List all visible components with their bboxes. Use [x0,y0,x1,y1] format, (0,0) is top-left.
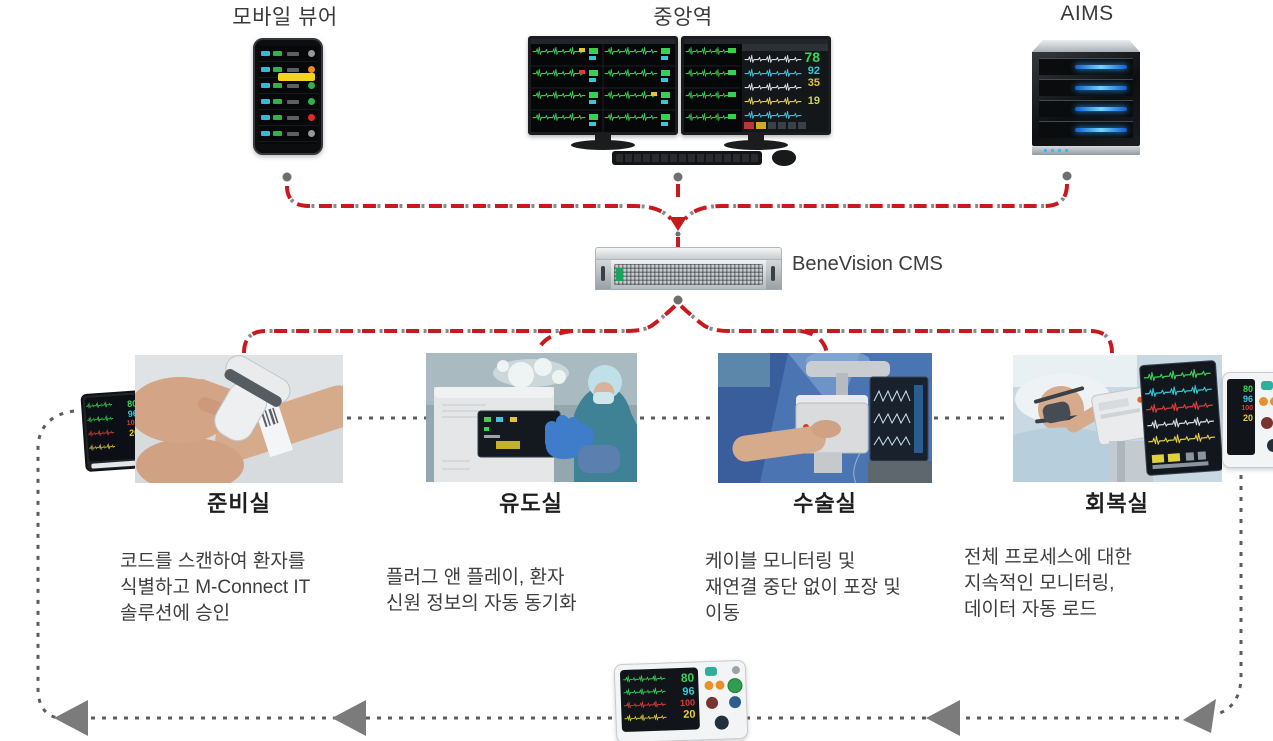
clinician-arm [732,420,841,462]
server-top-cap [1032,40,1140,52]
server-body [1032,52,1140,146]
monitor-stand [748,133,764,142]
multi-patient-screen [531,39,675,132]
server-slot [1039,58,1133,75]
resp-value: 20 [683,708,696,721]
node-dots [282,171,1072,305]
bedside-monitor-large [1139,360,1222,476]
connector-panel [1259,377,1273,463]
spo2-value: 96 [1242,394,1253,405]
nibp-value: 100 [1241,404,1253,412]
hr-value: 78 [804,49,820,65]
monitor-screen: 80 96 100 20 [1227,379,1255,455]
server-slot [1039,121,1133,138]
status-dot [308,130,315,137]
co2-value: 19 [807,95,820,107]
monitor-base [571,140,635,150]
aims-label: AIMS [1060,2,1114,25]
patient-row [258,126,318,142]
room-label-or: 수술실 [793,491,857,516]
patient-detail-screen [684,39,828,132]
rack-vents [614,264,763,285]
rack-ear-left [596,260,611,289]
cms-rack-server [595,247,782,290]
status-dot [308,114,315,121]
blanket [1013,427,1117,482]
mobile-phone-device [253,38,323,155]
transport-monitor [477,410,561,458]
server-slot [1039,79,1133,96]
spo2-value: 96 [682,685,695,698]
central-monitor-right [681,36,831,135]
hr-value: 80 [680,670,695,685]
spo2-value: 92 [807,65,820,77]
patient-row [258,110,318,126]
room-desc-recovery: 전체 프로세스에 대한 지속적인 모니터링, 데이터 자동 로드 [964,547,1132,620]
recovery-room-photo [1013,355,1222,482]
status-dot [308,66,315,73]
alert-banner [278,73,315,81]
hr-value: 80 [1242,384,1253,394]
gray-interleave-dots [242,183,1114,354]
parameter-module [1091,386,1157,446]
induction-room-photo [426,353,637,482]
mouse [772,150,796,166]
transport-monitor-bottom: 80 96 100 20 [613,659,749,741]
prep-room-photo [135,355,343,483]
status-dot [308,82,315,89]
patient-row [258,46,318,62]
patient-row [258,94,318,110]
room-desc-prep: 코드를 스캔하여 환자를 식별하고 M-Connect IT 솔루션에 승인 [120,551,311,624]
room-label-induction: 유도실 [499,491,563,516]
room-desc-induction: 플러그 앤 플레이, 환자 신원 정보의 자동 동기화 [386,567,577,614]
rack-lid [595,247,782,260]
monitor-base [724,140,788,150]
barcode-scanner [214,355,291,442]
keyboard [612,151,762,165]
down-arrow-icon [669,217,687,231]
rack-front [595,260,782,290]
cms-label: BeneVision CMS [792,253,943,275]
patient-row [258,78,318,94]
gloved-hand [545,415,620,473]
server-slot [1039,100,1133,117]
room-desc-or: 케이블 모니터링 및 재연결 중단 없이 포장 및 이동 [705,551,901,624]
hand [136,438,244,483]
server-base [1032,146,1140,155]
or-monitor [868,376,932,483]
monitor-screen: 80 96 100 20 [619,667,700,733]
central-monitor-left [528,36,678,135]
status-dot [308,50,315,57]
connector-panel [703,665,744,735]
phone-screen [258,46,318,144]
room-label-prep: 준비실 [207,491,271,516]
status-dot [308,98,315,105]
left-arrow-icons [54,699,1216,736]
operating-room-photo [718,353,932,483]
room-label-recovery: 회복실 [1085,491,1149,516]
central-station-label: 중앙역 [653,6,713,29]
rack-label-sticker [616,268,623,281]
mobile-viewer-label: 모바일 뷰어 [232,6,338,29]
resp-value: 20 [1242,412,1253,423]
bedside-monitor-right: 80 96 100 20 [1222,372,1273,468]
aims-server [1032,40,1140,155]
led-indicators [1044,149,1070,152]
patient-arm [215,385,343,461]
surgical-lights [497,358,566,388]
rack-ear-right [766,260,781,289]
resp-value: 35 [807,77,820,89]
monitor-stand [595,133,611,142]
